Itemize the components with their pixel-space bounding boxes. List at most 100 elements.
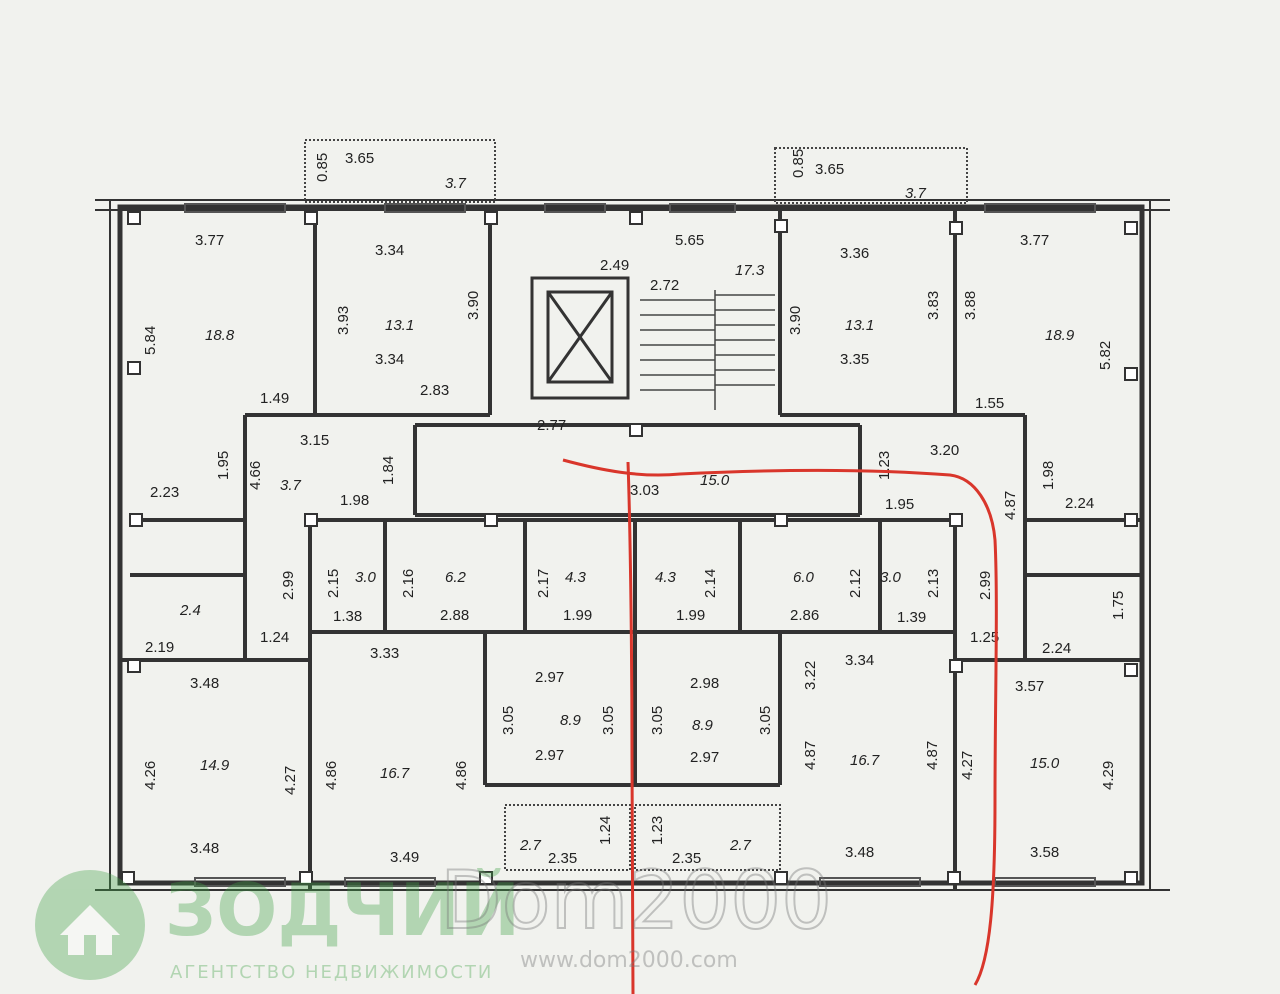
- br-5-bottom: 3.58: [1030, 844, 1059, 861]
- corridor-8: 1.23: [876, 451, 893, 480]
- r4-width: 3.77: [1020, 232, 1049, 249]
- hall-right-3: 2.99: [977, 571, 994, 600]
- bb-1-h: 1.23: [649, 816, 666, 845]
- r4-depth2: 5.82: [1097, 341, 1114, 370]
- walls: [95, 199, 1170, 891]
- r1-width: 3.77: [195, 232, 224, 249]
- balcony-right-dim-0: 0.85: [790, 149, 807, 178]
- bath-1-area: 6.2: [445, 569, 467, 586]
- hall-right-0: 2.24: [1065, 495, 1094, 512]
- r4-extra: 1.55: [975, 395, 1004, 412]
- balcony-top-left: [304, 139, 496, 203]
- corridor-5: 1.95: [885, 496, 914, 513]
- r1-depth: 5.84: [142, 326, 159, 355]
- br-3-depth: 3.05: [649, 706, 666, 735]
- r3-depth2: 3.83: [925, 291, 942, 320]
- bath-2-area: 4.3: [565, 569, 587, 586]
- br-3-bottom: 2.97: [690, 749, 719, 766]
- br-5-area: 15.0: [1030, 755, 1060, 772]
- bb-1-area: 2.7: [729, 837, 752, 854]
- hall-right-6: 1.25: [970, 629, 999, 646]
- br-3-area: 8.9: [692, 717, 714, 734]
- r3-area: 13.1: [845, 317, 874, 334]
- balcony-right-area: 3.7: [905, 185, 927, 202]
- balcony-left-dim-0: 0.85: [314, 153, 331, 182]
- r3-depth: 3.90: [787, 306, 804, 335]
- br-4-depth2: 4.87: [924, 741, 941, 770]
- hall-left-6: 2.19: [145, 639, 174, 656]
- bath-3-w: 2.14: [702, 569, 719, 598]
- r2-bottom: 3.34: [375, 351, 404, 368]
- hall-right-5: 2.24: [1042, 640, 1071, 657]
- br-1-top: 3.33: [370, 645, 399, 662]
- r1-extra: 1.49: [260, 390, 289, 407]
- corridor-4: 3.20: [930, 442, 959, 459]
- r4-area: 18.9: [1045, 327, 1075, 344]
- balcony-right-dim-1: 3.65: [815, 161, 844, 178]
- hall-left-1: 4.66: [247, 461, 264, 490]
- bb-0-area: 2.7: [519, 837, 542, 854]
- bath-4-h: 2.86: [790, 607, 819, 624]
- core-label-0: 2.77: [537, 417, 566, 434]
- elevator-shaft: [530, 276, 630, 400]
- br-2-area: 8.9: [560, 712, 582, 729]
- hall-left-9: 2.99: [280, 571, 297, 600]
- hall-left-8: 2.4: [179, 602, 201, 619]
- br-2-bottom: 2.97: [535, 747, 564, 764]
- br-1-depth2: 4.86: [453, 761, 470, 790]
- br-2-top: 2.97: [535, 669, 564, 686]
- r1-area: 18.8: [205, 327, 235, 344]
- bath-4-w: 2.12: [847, 569, 864, 598]
- brand-watermark: ЗОДЧИЙ АГЕНТСТВО НЕДВИЖИМОСТИ: [35, 868, 520, 983]
- hall-right-2: 4.87: [1002, 491, 1019, 520]
- corridor-1: 1.84: [380, 456, 397, 485]
- brand-subtitle: АГЕНТСТВО НЕДВИЖИМОСТИ: [170, 962, 493, 983]
- bath-1-w: 2.16: [400, 569, 417, 598]
- core-label-5: 5.65: [675, 232, 704, 249]
- bath-2-w: 2.17: [535, 569, 552, 598]
- br-0-depth: 4.26: [142, 761, 159, 790]
- corridor-area: 15.0: [700, 472, 730, 489]
- site-watermark: Dom2000 www.dom2000.com: [439, 853, 833, 973]
- hall-right-4: 1.75: [1110, 591, 1127, 620]
- br-1-depth: 4.86: [323, 761, 340, 790]
- br-5-top: 3.57: [1015, 678, 1044, 695]
- r3-bottom: 3.35: [840, 351, 869, 368]
- br-1-area: 16.7: [380, 765, 410, 782]
- r2-area: 13.1: [385, 317, 414, 334]
- br-0-top: 3.48: [190, 675, 219, 692]
- brand-name: ЗОДЧИЙ: [165, 868, 520, 952]
- dimension-labels: 0.85 3.65 3.7 0.85 3.65 3.7 3.77 5.84 1.…: [142, 149, 1127, 867]
- staircase: [640, 290, 775, 410]
- br-4-area: 16.7: [850, 752, 880, 769]
- br-5-depth: 4.27: [959, 751, 976, 780]
- bath-4-area: 6.0: [793, 569, 815, 586]
- br-0-depth2: 4.27: [282, 766, 299, 795]
- br-4-top: 3.34: [845, 652, 874, 669]
- hall-left-2: 2.23: [150, 484, 179, 501]
- bath-0-h: 1.38: [333, 608, 362, 625]
- corridor-7: 1.98: [1040, 461, 1057, 490]
- balcony-bottom: [504, 804, 781, 871]
- hall-left-3: 3.7: [280, 477, 302, 494]
- core-label-2: 2.49: [600, 257, 629, 274]
- r3-width: 3.36: [840, 245, 869, 262]
- bb-0-w: 2.35: [548, 850, 577, 867]
- core-label-8: 2.83: [420, 382, 449, 399]
- balcony-top-right: [774, 147, 968, 204]
- balcony-left-area: 3.7: [445, 175, 467, 192]
- interior-walls: [120, 210, 1142, 890]
- corridor-3: 3.03: [630, 482, 659, 499]
- columns: [121, 211, 1138, 885]
- bath-5-area: 3.0: [880, 569, 902, 586]
- site-url: www.dom2000.com: [520, 948, 738, 973]
- bb-0-h: 1.24: [597, 816, 614, 845]
- bath-3-area: 4.3: [655, 569, 677, 586]
- bath-3-h: 1.99: [676, 607, 705, 624]
- br-3-top: 2.98: [690, 675, 719, 692]
- highlight-outline: [562, 458, 998, 994]
- site-name: Dom2000: [440, 854, 832, 947]
- br-2-depth2: 3.05: [600, 706, 617, 735]
- br-4-depth: 4.87: [802, 741, 819, 770]
- bath-1-h: 2.88: [440, 607, 469, 624]
